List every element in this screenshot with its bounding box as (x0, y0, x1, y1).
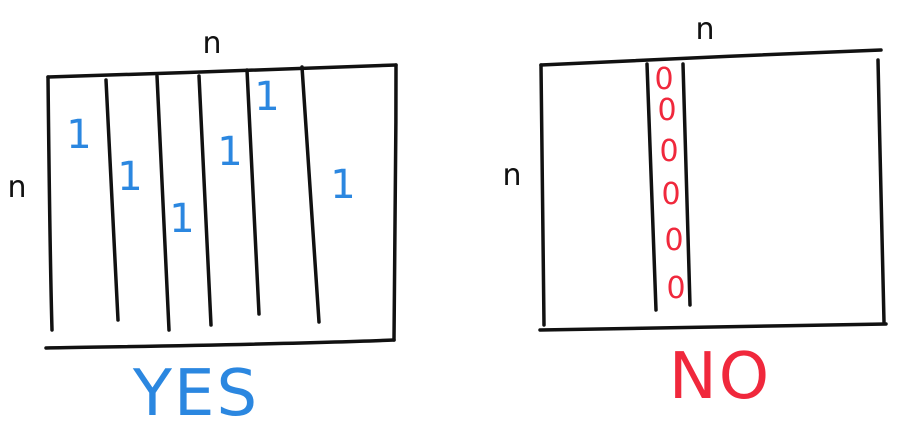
yes-side-n-label: n (7, 170, 26, 205)
yes-top-n-label: n (202, 26, 221, 61)
no-zero-row2: 0 (657, 93, 676, 128)
yes-one-col4: 1 (217, 129, 242, 175)
no-zero-row5: 0 (664, 223, 683, 258)
no-column-right-edge (681, 62, 692, 307)
no-top-n-label: n (695, 12, 714, 47)
yes-one-col1: 1 (66, 112, 91, 158)
no-matrix-bottom-border (538, 322, 888, 332)
yes-one-col5: 1 (254, 74, 279, 120)
yes-column-divider-1 (104, 78, 120, 322)
yes-matrix: n n 1 1 1 1 1 1 YES (7, 26, 398, 429)
no-column-left-edge (645, 62, 658, 312)
yes-column-divider-2 (155, 74, 171, 332)
yes-column-divider-3 (197, 74, 213, 327)
no-matrix-left-border (539, 63, 546, 327)
no-zero-row4: 0 (661, 177, 680, 212)
yes-one-col6: 1 (330, 162, 355, 208)
yes-matrix-top-border (46, 63, 398, 79)
yes-column-divider-5 (300, 65, 321, 324)
yes-matrix-left-border (46, 75, 54, 332)
no-matrix-right-border (876, 58, 886, 324)
yes-one-col2: 1 (117, 154, 142, 200)
no-zero-row6: 0 (666, 271, 685, 306)
yes-matrix-bottom-border (44, 338, 396, 350)
no-zero-row1: 0 (654, 62, 673, 97)
no-verdict: NO (669, 340, 771, 414)
yes-column-divider-4 (245, 68, 261, 316)
yes-matrix-right-border (392, 63, 398, 342)
yes-verdict: YES (132, 357, 259, 429)
no-matrix-top-border (539, 48, 883, 67)
no-matrix: n n 0 0 0 0 0 0 NO (502, 12, 888, 414)
no-side-n-label: n (502, 158, 521, 193)
no-zero-row3: 0 (659, 134, 678, 169)
yes-one-col3: 1 (169, 196, 194, 242)
